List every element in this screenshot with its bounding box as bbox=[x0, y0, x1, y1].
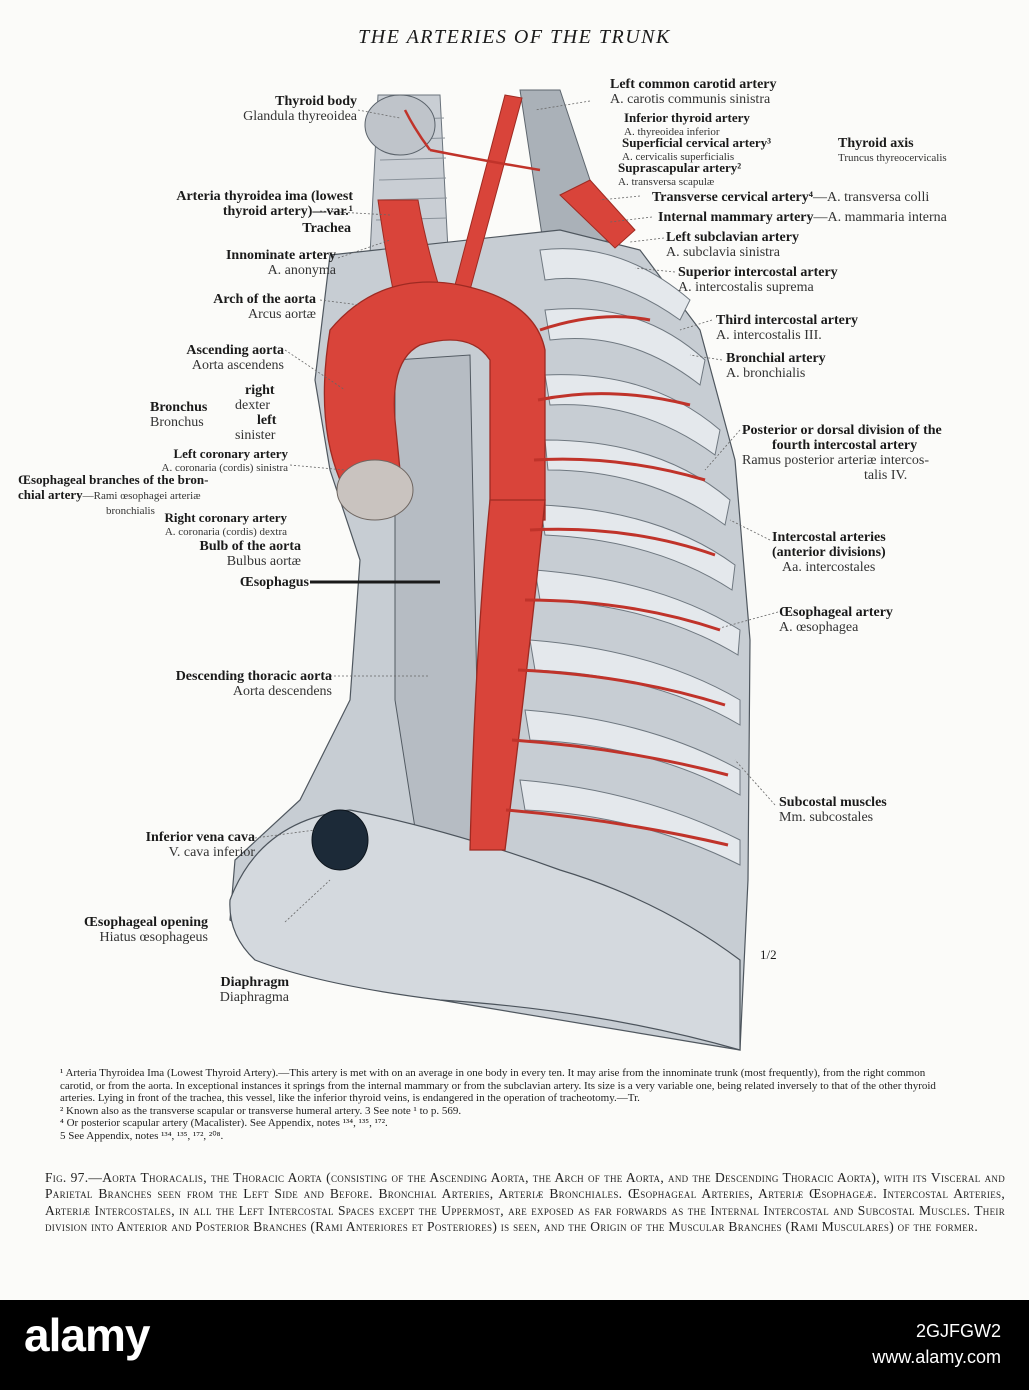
footnotes: ¹ Arteria Thyroidea Ima (Lowest Thyroid … bbox=[60, 1067, 960, 1142]
descending-aorta-shape bbox=[469, 499, 546, 851]
thyroid-arteries bbox=[403, 109, 541, 172]
site-url: www.alamy.com bbox=[872, 1347, 1001, 1367]
page-title: THE ARTERIES OF THE TRUNK bbox=[358, 26, 671, 48]
figure-caption: Fig. 97.—Aorta Thoracalis, the Thoracic … bbox=[45, 1170, 1005, 1235]
label-intercostal-arteries: Intercostal arteries (anterior divisions… bbox=[772, 530, 886, 575]
vena-cava-shape bbox=[311, 809, 369, 871]
footnote-5: 5 See Appendix, notes ¹³⁴, ¹³⁵, ¹⁷², ²⁰⁸… bbox=[60, 1129, 224, 1142]
footnote-2: ² Known also as the transverse scapular … bbox=[60, 1104, 462, 1117]
scale-fraction: 1/2 bbox=[760, 947, 777, 962]
label-oesophagus: Œsophagus bbox=[239, 575, 309, 590]
footnote-4: ⁴ Or posterior scapular artery (Macalist… bbox=[60, 1117, 388, 1129]
footnote-1: ¹ Arteria Thyroidea Ima (Lowest Thyroid … bbox=[60, 1067, 936, 1104]
label-internal-mammary: Internal mammary artery—A. mammaria inte… bbox=[658, 210, 947, 225]
intercostal-arteries bbox=[505, 315, 729, 847]
oesophagus-shape bbox=[394, 354, 481, 861]
aortic-bulb-shape bbox=[336, 459, 414, 521]
label-transverse-cervical: Transverse cervical artery⁴—A. transvers… bbox=[652, 190, 930, 205]
leader-lines bbox=[254, 100, 779, 923]
alamy-logo: alamy bbox=[24, 1309, 150, 1361]
anatomical-illustration bbox=[229, 89, 779, 1051]
thyroid-body-shape bbox=[364, 94, 436, 156]
image-id: 2GJFGW2 bbox=[915, 1321, 1001, 1341]
subclavian-artery-shape bbox=[559, 179, 636, 249]
watermark-footer bbox=[0, 1300, 1029, 1390]
label-bronchus-sides: right dexter left sinister bbox=[235, 383, 277, 443]
label-oesophageal-branches: Œsophageal branches of the bron- chial a… bbox=[18, 472, 209, 517]
diaphragm-shape bbox=[229, 809, 741, 1051]
label-posterior-division: Posterior or dorsal division of the four… bbox=[742, 423, 942, 483]
label-trachea: Trachea bbox=[302, 221, 351, 236]
stock-image-info: 2GJFGW2 www.alamy.com bbox=[872, 1318, 1001, 1370]
